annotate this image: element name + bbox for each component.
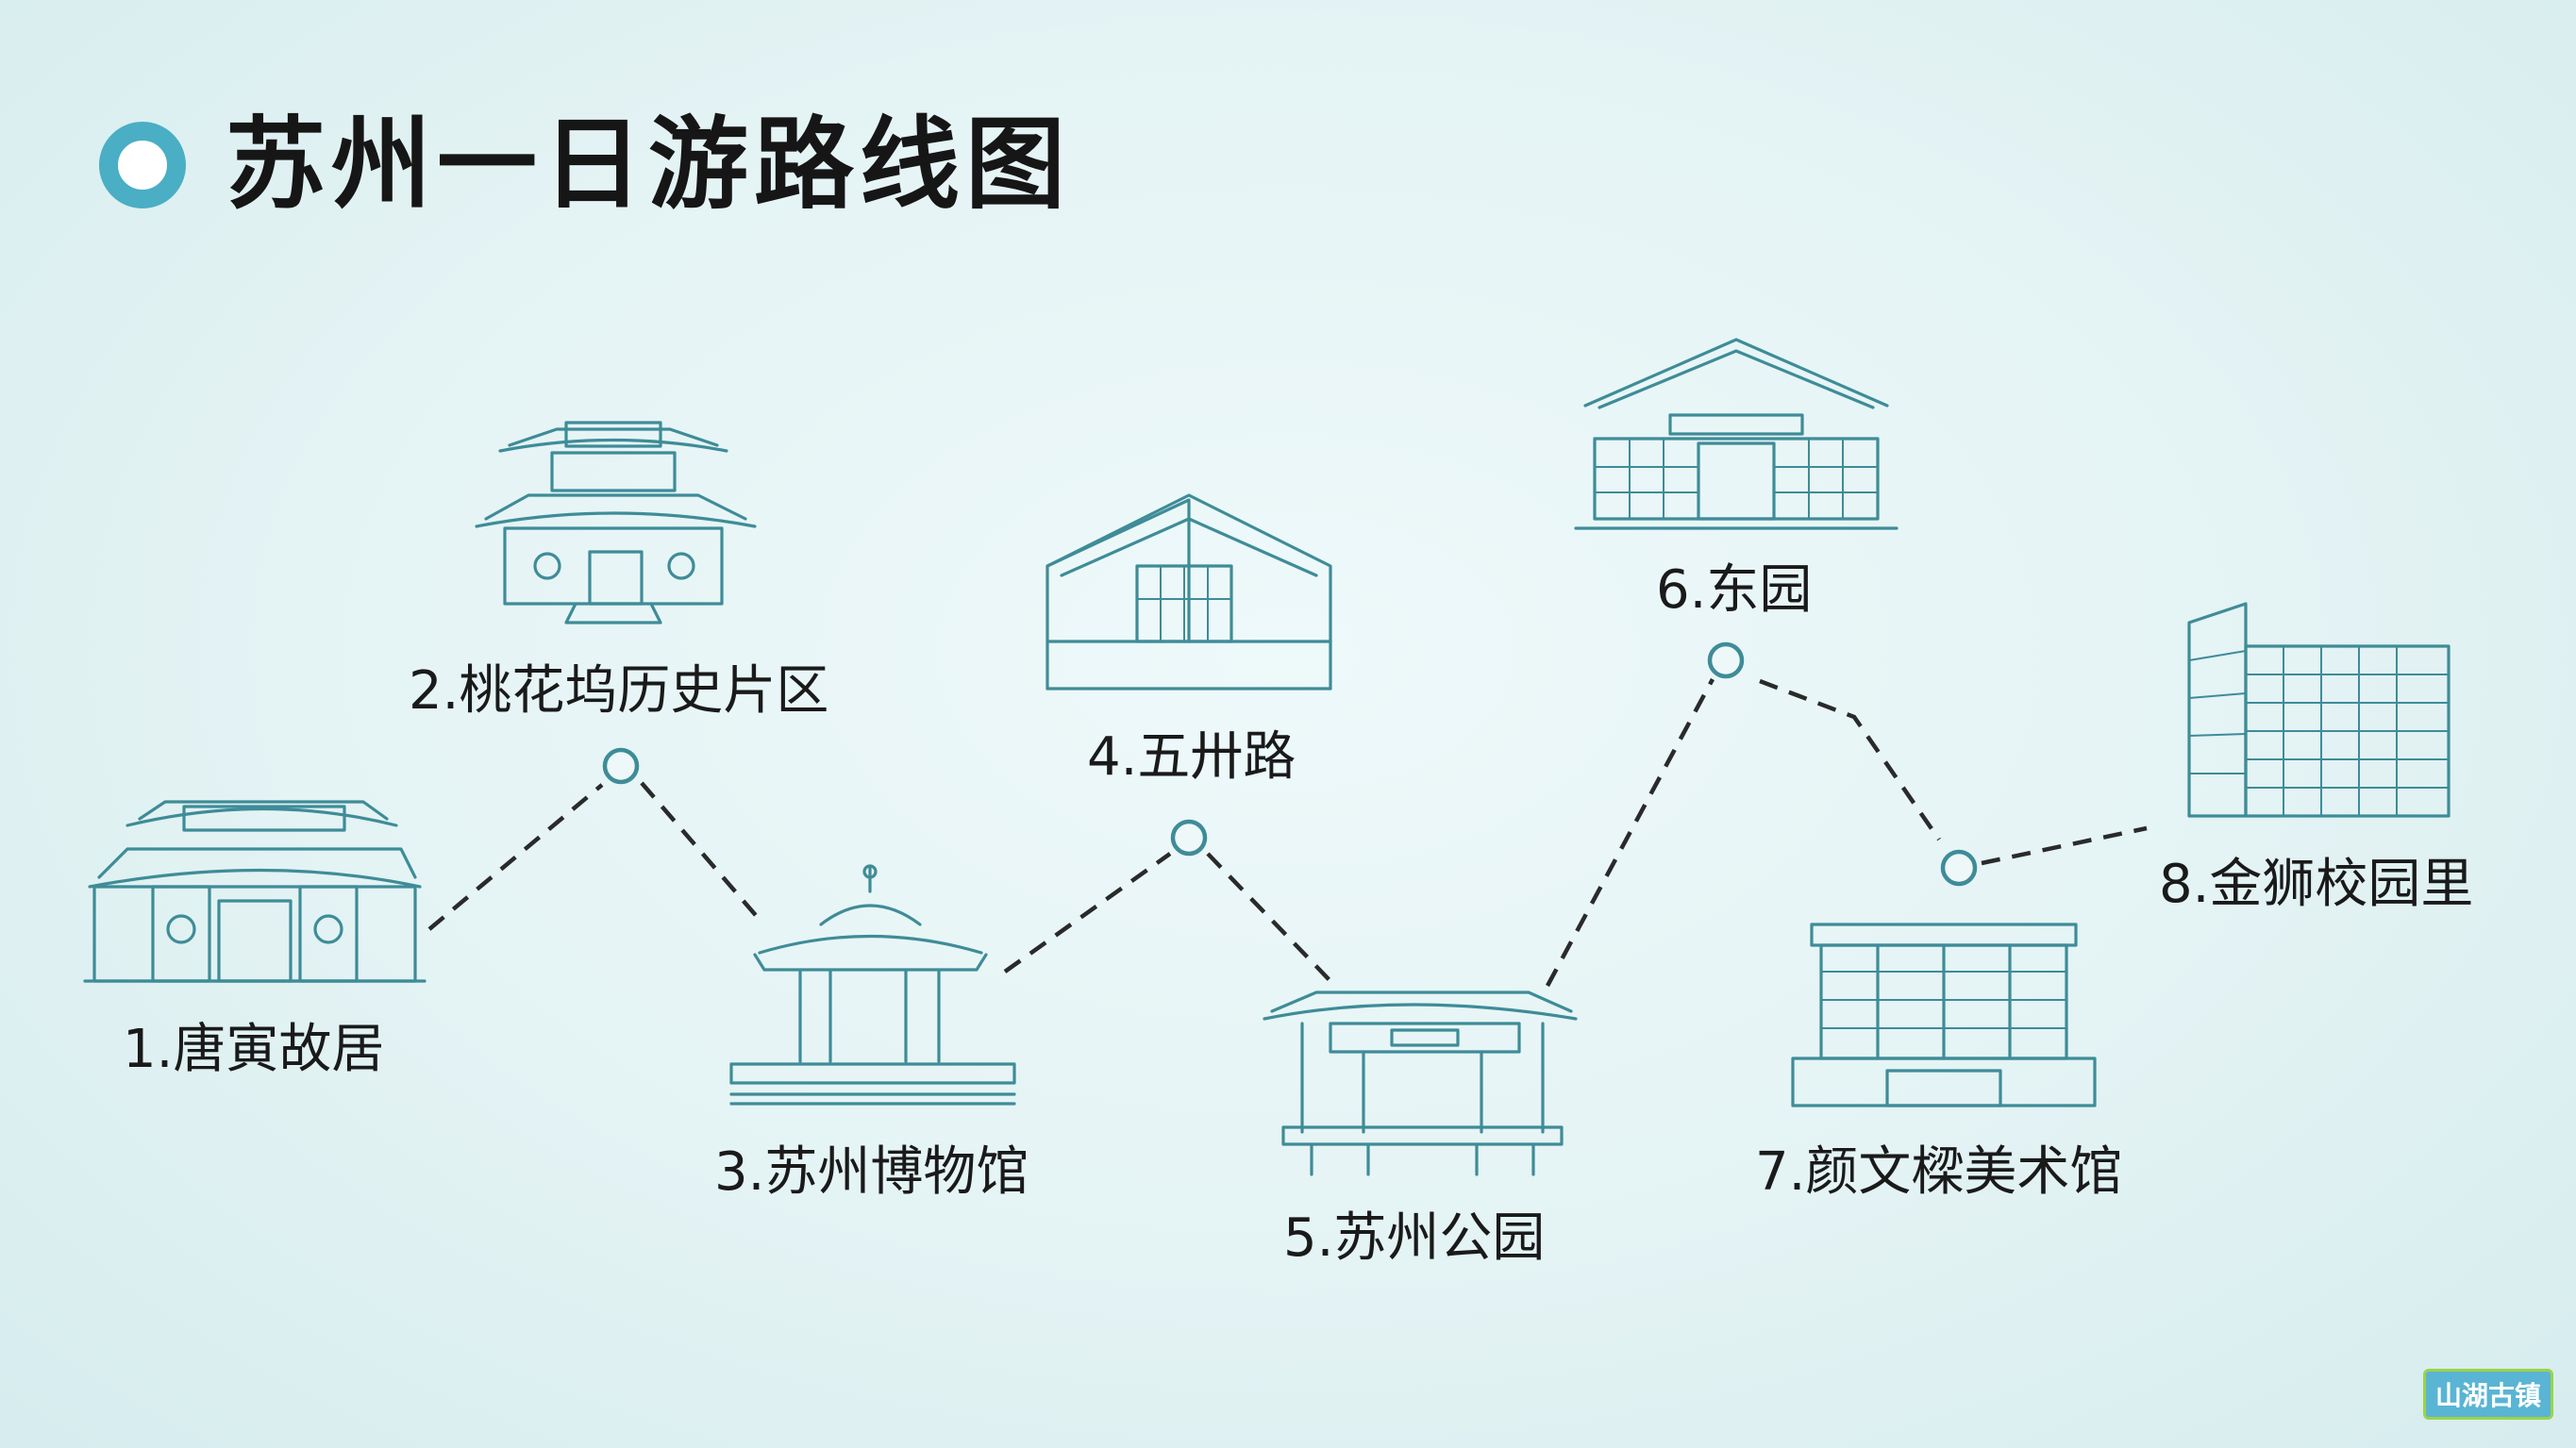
hexagonal-pavilion-icon [729, 864, 1016, 1106]
stop-label-3: 3.苏州博物馆 [714, 1141, 1029, 1203]
office-tower-icon [2187, 602, 2451, 818]
stop-label-7: 7.颜文樑美术馆 [1755, 1141, 2123, 1203]
park-gate-icon [1263, 990, 1578, 1176]
page-title: 苏州一日游路线图 [226, 107, 1071, 223]
waypoint-2 [602, 747, 640, 785]
gate-pavilion-icon [83, 800, 427, 983]
modern-geometric-building-icon [1045, 493, 1332, 691]
route-path [427, 677, 2148, 988]
waypoint-6 [1707, 641, 1745, 679]
stop-label-4: 4.五卅路 [1087, 726, 1296, 788]
stop-label-1: 1.唐寅故居 [123, 1019, 385, 1080]
waypoint-7 [1940, 849, 1978, 887]
waypoints [602, 641, 1978, 887]
art-museum-icon [1791, 923, 2097, 1107]
watermark-text: 山湖古镇 [2422, 1369, 2553, 1420]
stop-label-8: 8.金狮校园里 [2159, 854, 2474, 915]
stop-label-6: 6.东园 [1656, 559, 1813, 621]
stop-label-2: 2.桃花坞历史片区 [409, 660, 829, 722]
waypoint-4 [1170, 819, 1208, 857]
stop-label-5: 5.苏州公园 [1283, 1207, 1546, 1269]
title-bar: 苏州一日游路线图 [99, 104, 1071, 226]
two-tier-pavilion-icon [475, 421, 757, 624]
gabled-hall-icon [1574, 338, 1899, 530]
watermark-logo: 山湖古镇 [2422, 1369, 2553, 1420]
